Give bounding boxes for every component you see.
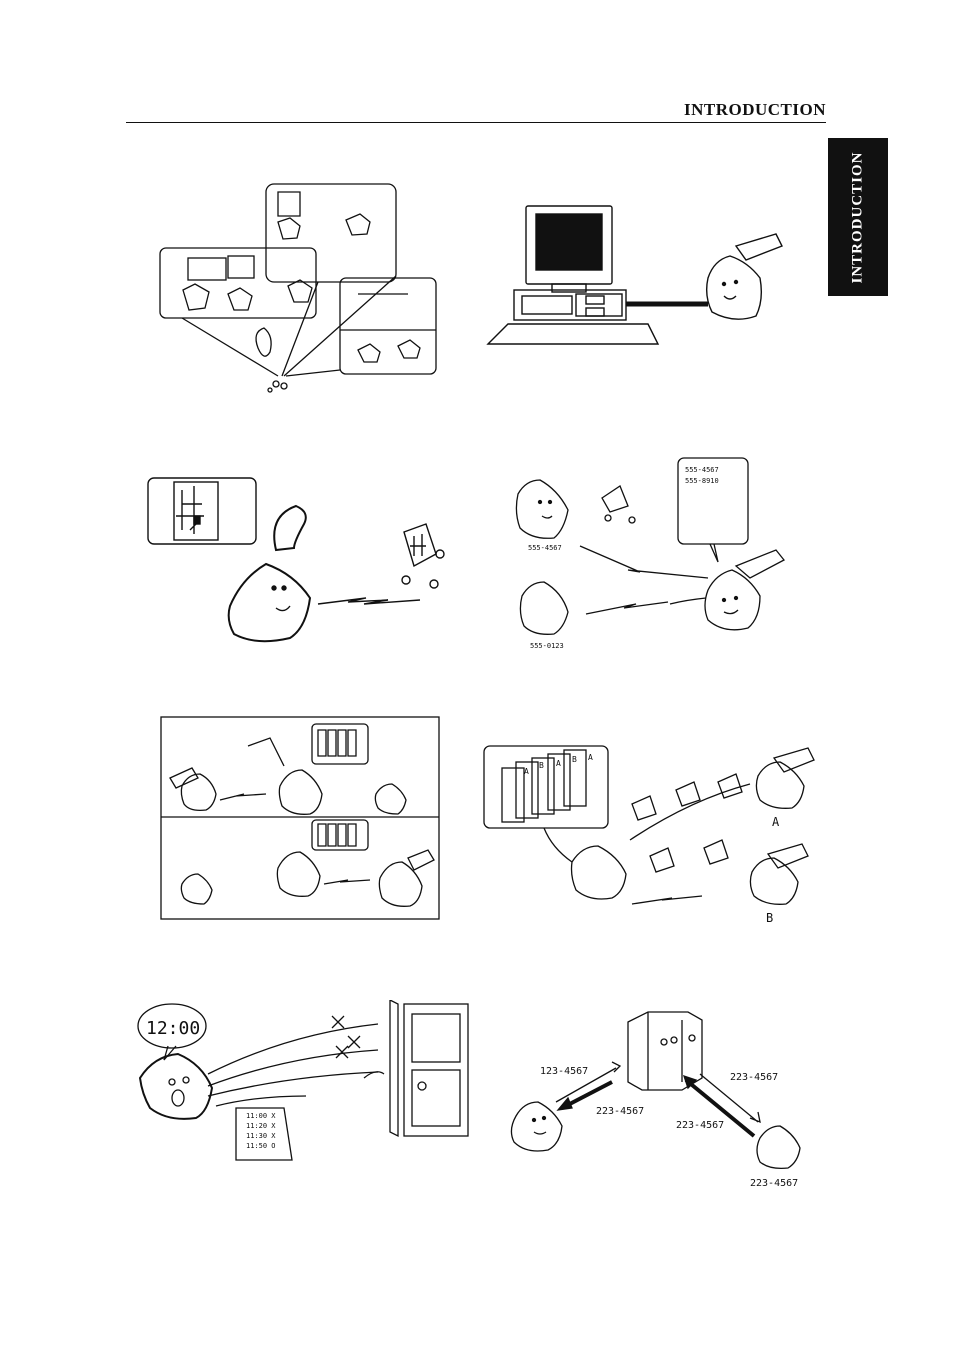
illustration-group-transmission: A B A B A A B [482, 744, 822, 926]
illustration-pc-fax [486, 204, 792, 346]
clock-label: 12:00 [146, 1018, 200, 1039]
page-header-title: INTRODUCTION [683, 100, 826, 119]
illustration-dial-list: 555-4567 555-8910 555-4567 555-0123 [510, 456, 830, 656]
schedule-2: 11:20 X [246, 1122, 276, 1130]
illustration-timer-send: 12:00 11:00 X 11:20 X 11:30 X 11:50 O [132, 1000, 476, 1164]
stack-label-3: A [556, 759, 561, 768]
illustration-number-exchange: 123-4567 223-4567 223-4567 223-4567 223-… [504, 1004, 814, 1190]
schedule-4: 11:50 O [246, 1142, 276, 1150]
illustration-memory-transmission [160, 716, 440, 920]
number-back: 223-4567 [596, 1106, 644, 1117]
header-rule [126, 122, 826, 123]
schedule-3: 11:30 X [246, 1132, 276, 1140]
dial-number-1: 555-4567 [685, 466, 719, 474]
dial-number-2: 555-8910 [685, 477, 719, 485]
number-right-mid: 223-4567 [676, 1120, 724, 1131]
number-right-top: 223-4567 [730, 1072, 778, 1083]
schedule-1: 11:00 X [246, 1112, 276, 1120]
stack-label-2: B [539, 761, 544, 770]
number-right-fax: 223-4567 [750, 1178, 798, 1189]
section-tab: INTRODUCTION [828, 138, 888, 296]
section-tab-label: INTRODUCTION [849, 150, 866, 284]
stack-label-4: B [572, 755, 577, 764]
illustration-map-send [146, 476, 476, 646]
stack-label-1: A [524, 767, 529, 776]
number-out: 123-4567 [540, 1066, 588, 1077]
stack-label-5: A [588, 753, 593, 762]
fax-number-a: 555-4567 [528, 544, 562, 552]
group-label-a: A [772, 815, 780, 829]
illustration-multi-destination [158, 180, 440, 398]
group-label-b: B [766, 911, 773, 925]
fax-number-b: 555-0123 [530, 642, 564, 650]
